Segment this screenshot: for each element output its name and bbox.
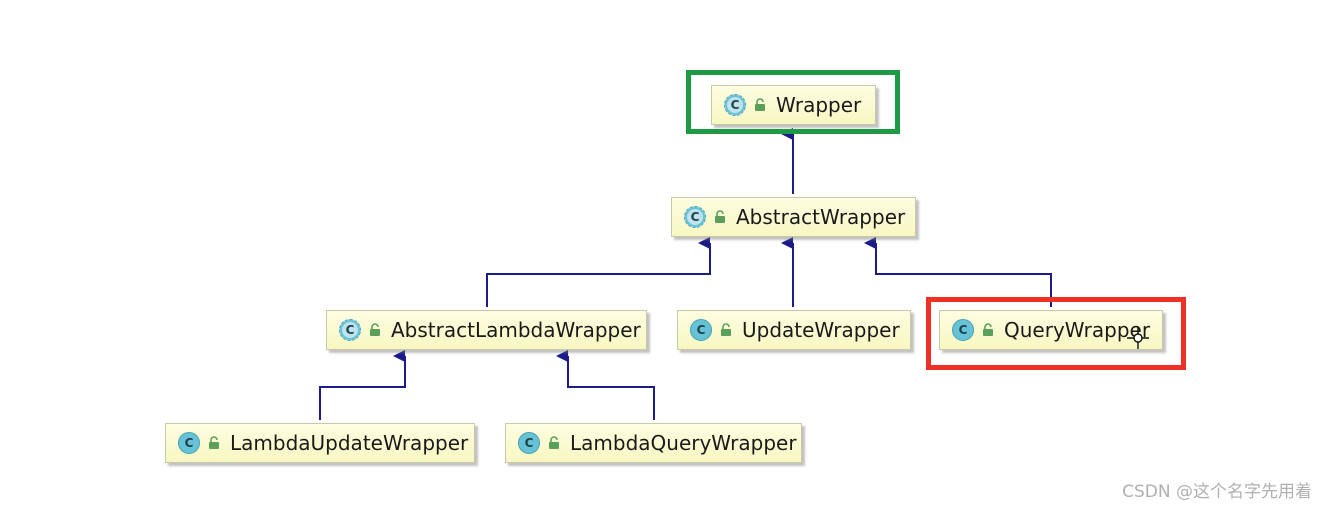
lock-icon xyxy=(370,323,380,336)
class-node-wrapper[interactable]: C Wrapper xyxy=(711,85,876,125)
edge-lambdaquerywrapper-abstractlambdawrapper xyxy=(556,350,655,420)
highlight-box-wrapper xyxy=(686,70,900,134)
class-name: LambdaQueryWrapper xyxy=(570,431,797,455)
crosshair-cursor-icon xyxy=(1127,327,1149,349)
edge-querywrapper-abstractwrapper xyxy=(864,237,1052,307)
highlight-box-querywrapper xyxy=(926,297,1186,370)
class-name: QueryWrapper xyxy=(1004,318,1151,342)
class-node-querywrapper[interactable]: C QueryWrapper xyxy=(939,310,1163,350)
class-name: LambdaUpdateWrapper xyxy=(230,431,469,455)
class-name: AbstractLambdaWrapper xyxy=(391,318,641,342)
class-icon: C xyxy=(518,432,540,454)
class-name: AbstractWrapper xyxy=(736,205,906,229)
abstract-class-icon: C xyxy=(339,319,361,341)
class-icon: C xyxy=(690,319,712,341)
class-icon: C xyxy=(178,432,200,454)
class-node-lambdaupdatewrapper[interactable]: C LambdaUpdateWrapper xyxy=(165,423,475,463)
class-node-lambdaquerywrapper[interactable]: C LambdaQueryWrapper xyxy=(505,423,802,463)
watermark-text: CSDN @这个名字先用着 xyxy=(1122,482,1312,502)
lock-icon xyxy=(549,436,559,449)
lock-icon xyxy=(209,436,219,449)
lock-icon xyxy=(755,98,765,111)
class-name: Wrapper xyxy=(776,93,862,117)
edge-lambdaupdatewrapper-abstractlambdawrapper xyxy=(319,350,406,420)
abstract-class-icon: C xyxy=(724,94,746,116)
edge-abstractlambdawrapper-abstractwrapper xyxy=(486,237,711,307)
class-icon: C xyxy=(952,319,974,341)
class-node-abstractwrapper[interactable]: C AbstractWrapper xyxy=(671,197,916,237)
lock-icon xyxy=(715,210,725,223)
abstract-class-icon: C xyxy=(684,206,706,228)
lock-icon xyxy=(721,323,731,336)
class-node-updatewrapper[interactable]: C UpdateWrapper xyxy=(677,310,911,350)
lock-icon xyxy=(983,323,993,336)
class-name: UpdateWrapper xyxy=(742,318,900,342)
class-node-abstractlambdawrapper[interactable]: C AbstractLambdaWrapper xyxy=(326,310,647,350)
